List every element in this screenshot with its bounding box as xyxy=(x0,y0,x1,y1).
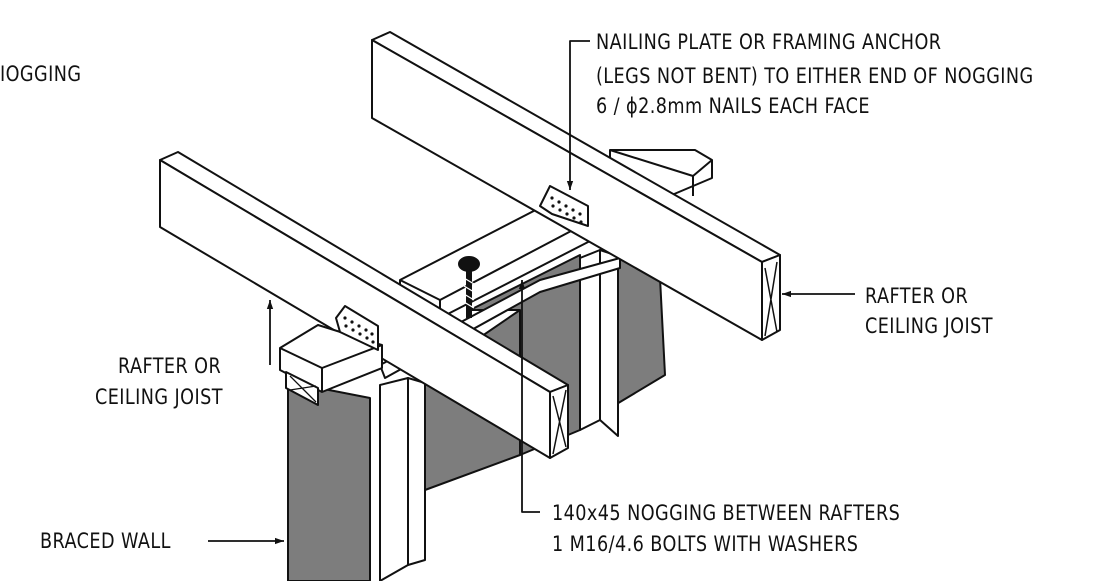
label-rafter-left-line-2: CEILING JOIST xyxy=(95,385,223,409)
nogging-end-left xyxy=(279,324,383,406)
nailing-plate-left xyxy=(335,305,379,351)
rafter-left xyxy=(159,151,569,459)
label-nailing-plate-line-3: 6 / ϕ2.8mm NAILS EACH FACE xyxy=(596,94,870,118)
label-braced-wall: BRACED WALL xyxy=(40,529,171,553)
label-rafter-right-line-2: CEILING JOIST xyxy=(865,314,993,338)
label-nogging-line-2: 1 M16/4.6 BOLTS WITH WASHERS xyxy=(552,532,859,556)
rafter-right xyxy=(371,31,781,341)
label-nailing-plate-line-1: NAILING PLATE OR FRAMING ANCHOR xyxy=(596,30,942,54)
label-rafter-right-line-1: RAFTER OR xyxy=(865,284,969,308)
leader-lines xyxy=(208,40,855,545)
bolt-icon xyxy=(458,256,480,318)
label-nogging-line-1: 140x45 NOGGING BETWEEN RAFTERS xyxy=(552,501,901,525)
nailing-plate-right xyxy=(539,185,589,227)
wall-studs xyxy=(379,249,619,581)
label-nogging-cut: IOGGING xyxy=(0,62,82,86)
label-nailing-plate-line-2: (LEGS NOT BENT) TO EITHER END OF NOGGING xyxy=(596,64,1034,88)
label-rafter-left-line-1: RAFTER OR xyxy=(118,354,222,378)
